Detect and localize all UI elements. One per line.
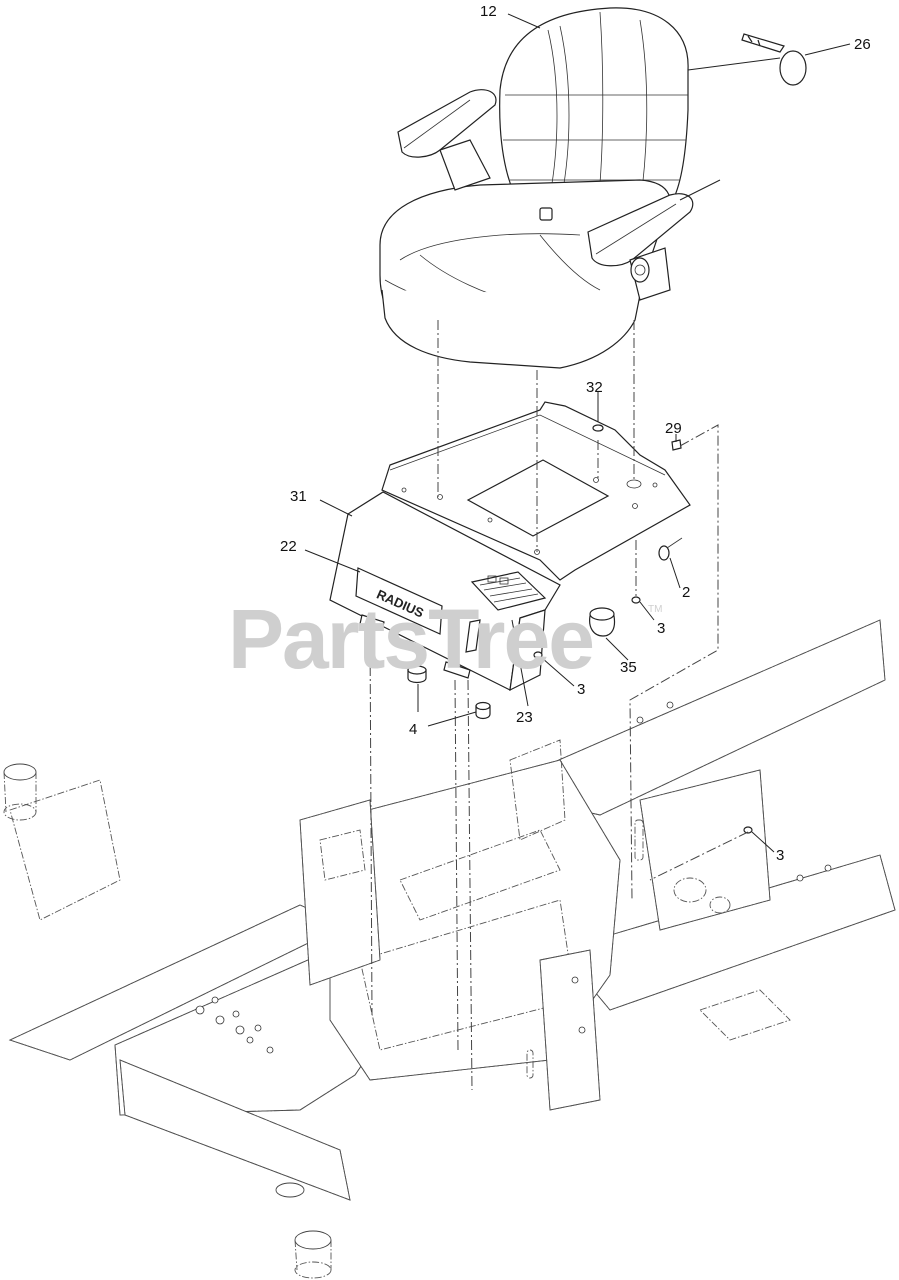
grommet xyxy=(407,665,491,720)
callout-32: 32 xyxy=(586,379,603,396)
bolt-3c xyxy=(743,826,753,834)
control-panel-cover: RADIUS xyxy=(329,491,561,692)
callout-12: 12 xyxy=(480,3,497,20)
pin xyxy=(658,537,683,561)
callout-22: 22 xyxy=(280,538,297,555)
callout-3a: 3 xyxy=(657,620,665,637)
callout-29: 29 xyxy=(665,420,682,437)
mower-frame xyxy=(3,619,896,1279)
watermark: PartsTree TM xyxy=(228,592,662,686)
callout-2: 2 xyxy=(682,584,690,601)
hairpin-clip xyxy=(671,439,682,451)
seat-mount-plate xyxy=(381,401,691,581)
radius-decal xyxy=(355,567,443,635)
bumper xyxy=(589,607,616,637)
callout-31: 31 xyxy=(290,488,307,505)
nut xyxy=(592,424,604,432)
callout-3b: 3 xyxy=(577,681,585,698)
callout-23: 23 xyxy=(516,709,533,726)
seat xyxy=(379,7,694,369)
seat-key xyxy=(741,33,807,86)
callouts: 12 26 32 29 31 22 2 3 35 3 23 4 3 xyxy=(280,3,871,864)
callout-26: 26 xyxy=(854,36,871,53)
callout-35: 35 xyxy=(620,659,637,676)
alignment-lines xyxy=(369,320,749,1091)
callout-4: 4 xyxy=(409,721,417,738)
instruction-decal xyxy=(470,571,547,611)
nut-3a xyxy=(631,596,641,604)
watermark-text: PartsTree xyxy=(228,592,593,686)
callout-3c: 3 xyxy=(776,847,784,864)
leader-lines xyxy=(304,13,851,853)
watermark-trademark: TM xyxy=(648,604,662,615)
nut-3b xyxy=(533,651,543,659)
